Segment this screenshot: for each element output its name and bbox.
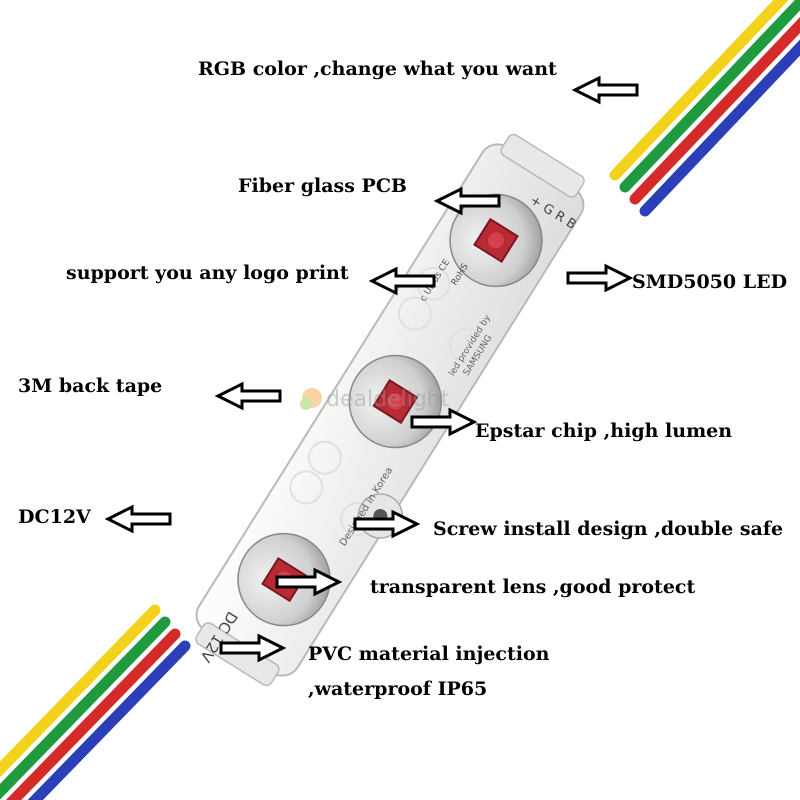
wire-red — [629, 17, 800, 205]
wire-yellow — [609, 0, 789, 181]
watermark-logo-icon — [302, 388, 322, 408]
label-logo-print: support you any logo print — [66, 262, 349, 284]
arrow-left-icon — [216, 382, 282, 410]
arrow-right-icon — [566, 264, 632, 292]
label-rgb-color: RGB color ,change what you want — [198, 58, 557, 80]
label-screw-install: Screw install design ,double safe — [433, 518, 784, 540]
wire-blue — [639, 39, 800, 217]
wire-yellow — [0, 604, 161, 778]
label-epstar-chip: Epstar chip ,high lumen — [475, 420, 733, 442]
wire-red — [5, 628, 181, 800]
label-waterproof: ,waterproof IP65 — [308, 678, 488, 700]
wires-top — [609, 0, 800, 217]
wire-blue — [27, 640, 191, 800]
label-3m-back-tape: 3M back tape — [18, 375, 163, 397]
led-module: DC 12V Designed in Korea led provided by… — [195, 133, 585, 687]
watermark: dealdelight — [300, 387, 450, 412]
wires-bottom — [0, 604, 191, 800]
watermark-text: dealdelight — [326, 387, 450, 412]
label-transparent-lens: transparent lens ,good protect — [370, 576, 696, 598]
wire-green — [619, 0, 800, 193]
wire-green — [0, 616, 171, 800]
led-lens-3 — [449, 193, 543, 288]
arrow-left-icon — [106, 505, 172, 533]
label-pvc-material: PVC material injection — [308, 643, 550, 665]
module-end-cap — [500, 133, 585, 198]
arrow-left-icon — [573, 76, 639, 104]
label-smd5050-led: SMD5050 LED — [632, 271, 788, 293]
label-dc12v: DC12V — [18, 506, 91, 528]
label-fiber-glass-pcb: Fiber glass PCB — [238, 175, 407, 197]
